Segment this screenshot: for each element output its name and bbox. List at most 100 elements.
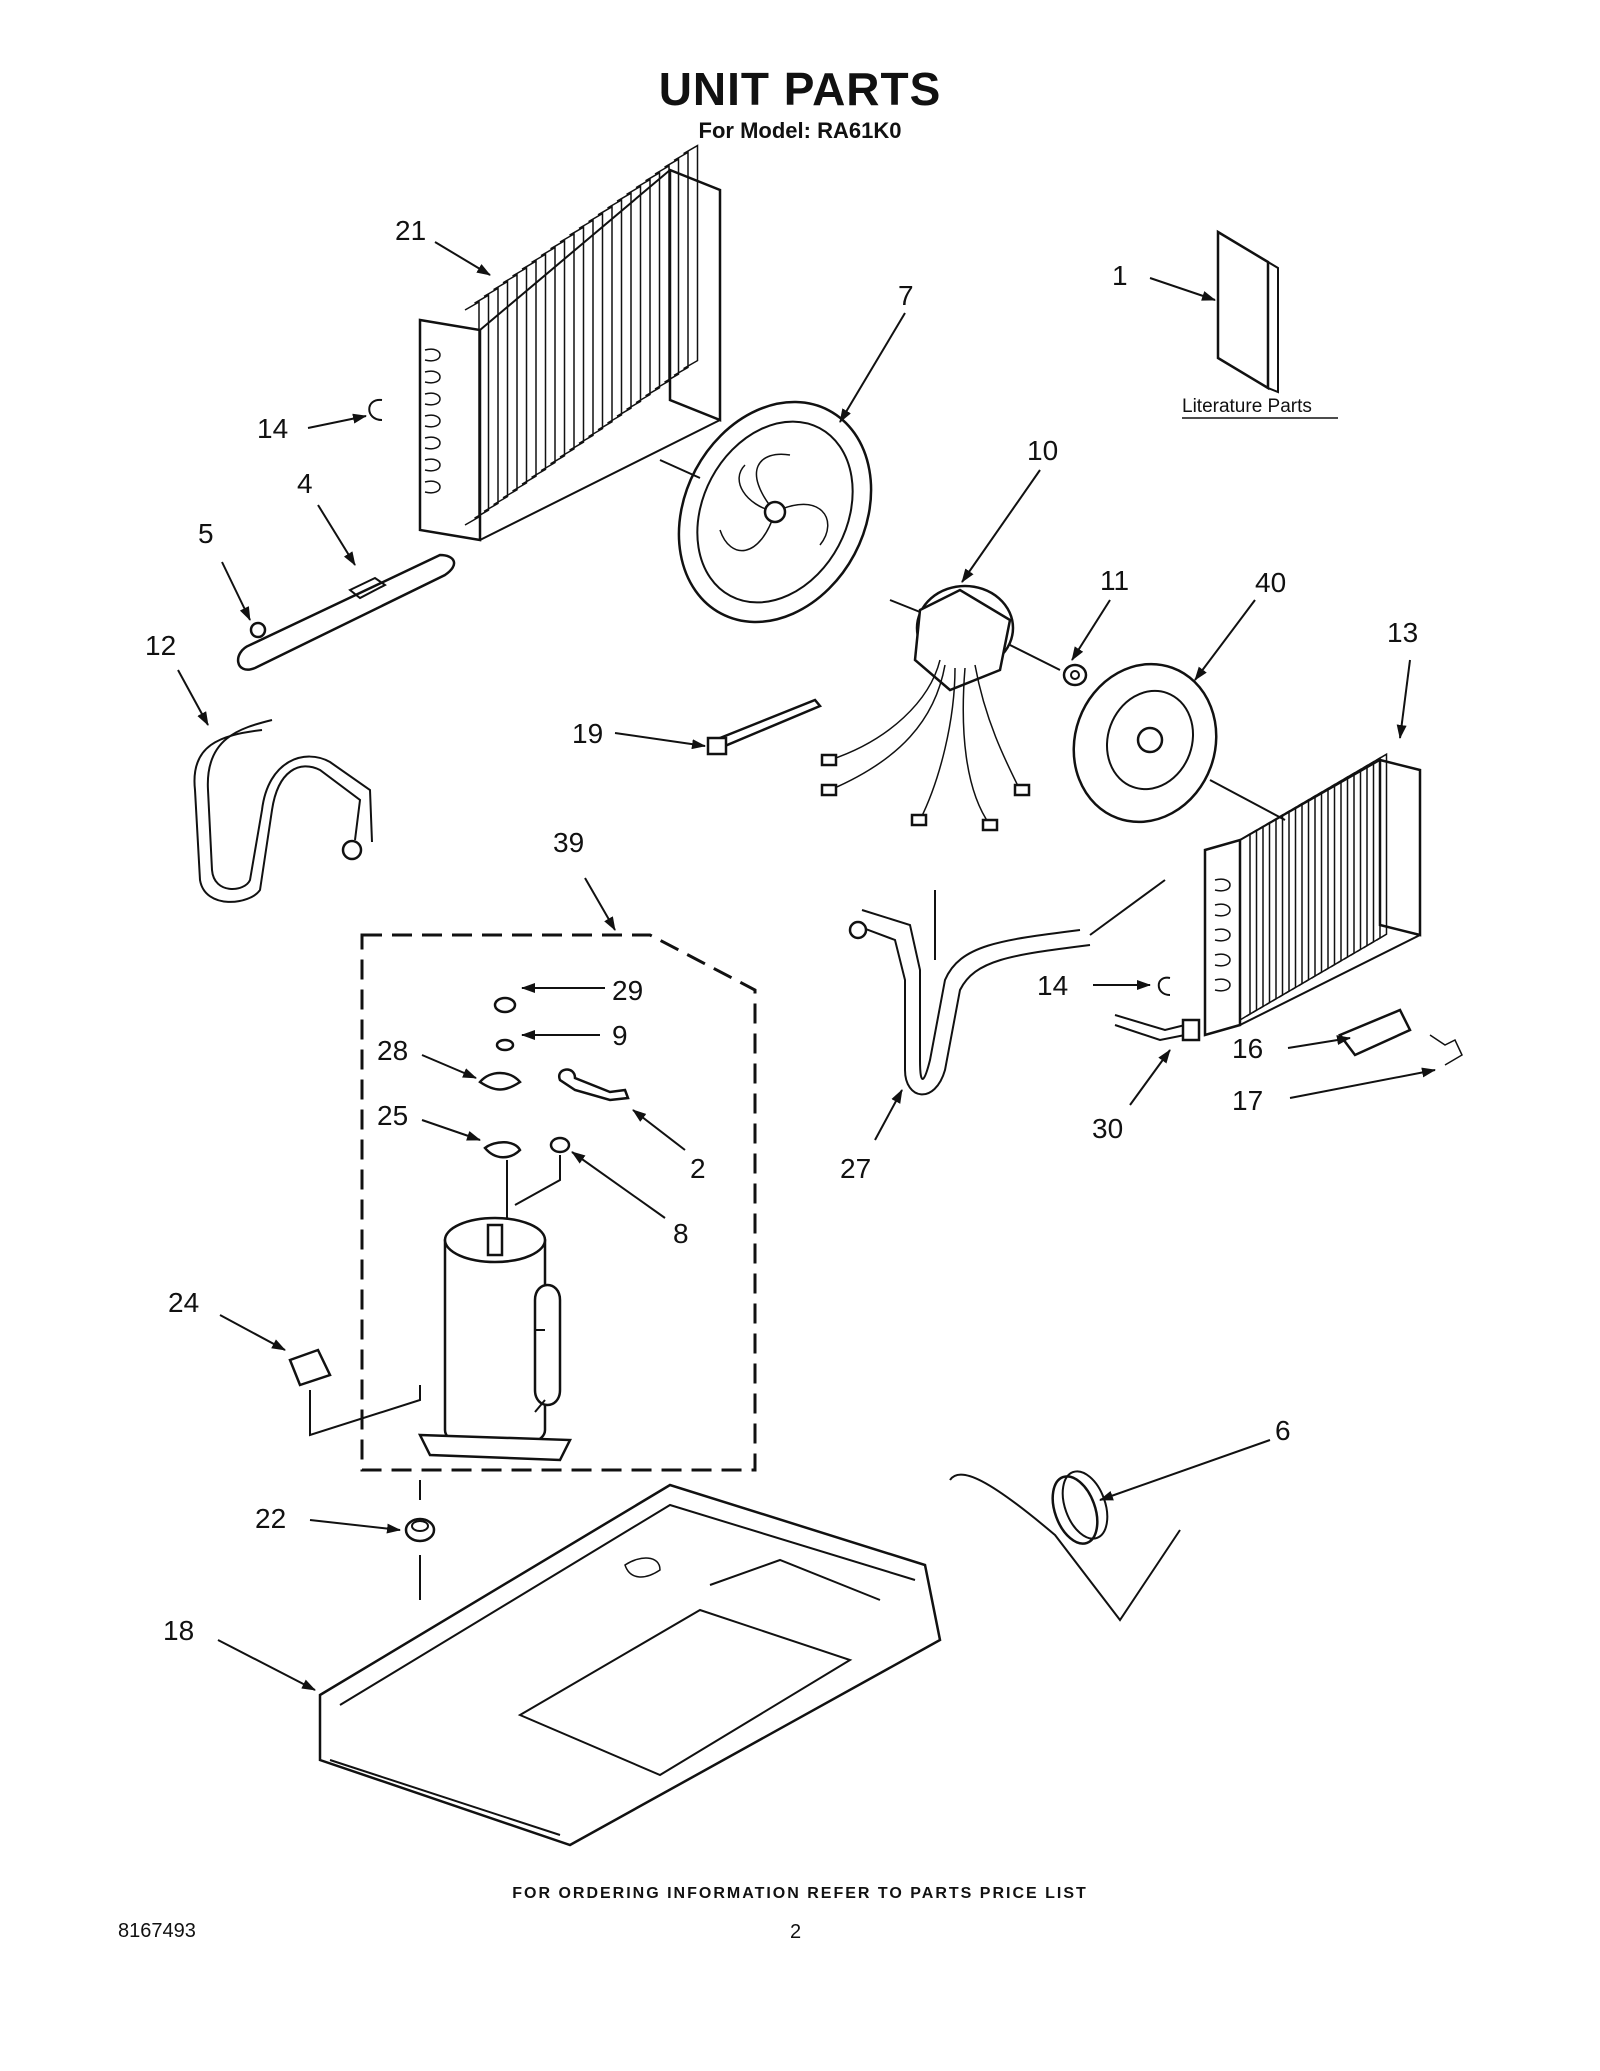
condenser-coil [418,144,722,542]
callout-14-left: 14 [257,413,288,444]
clip-right [1157,976,1171,996]
condenser-fin [607,198,623,424]
callout-10: 10 [1027,435,1058,466]
blower-wheel [1072,662,1286,824]
callout-28: 28 [377,1035,408,1066]
callout-19: 19 [572,718,603,749]
condenser-fin [464,300,480,526]
document-number: 8167493 [118,1920,196,1942]
condenser-fin [512,266,528,492]
callout-6: 6 [1275,1415,1291,1446]
condenser-fin [654,164,670,390]
evaporator-fin [1330,779,1342,968]
callout-12: 12 [145,630,176,661]
evaporator-fin [1278,809,1290,998]
condenser-fin [474,293,490,519]
callout-40: 40 [1255,567,1286,598]
condenser-fin [673,151,689,377]
condenser-fin [483,287,499,513]
compressor [417,996,630,1462]
clamp-nut [1062,663,1088,687]
callout-4: 4 [297,468,313,499]
callout-1: 1 [1112,260,1128,291]
evaporator-fin [1239,832,1251,1021]
suction-tube [848,879,1166,1096]
condenser-fin [597,205,613,431]
callout-7: 7 [898,280,914,311]
fan-motor [820,584,1061,832]
evaporator-fin [1298,798,1310,987]
page-title: UNIT PARTS [658,63,942,115]
callout-25: 25 [377,1100,408,1131]
terminal-cover-bracket [288,1348,421,1437]
condenser-fin [531,253,547,479]
evaporator-fin [1337,775,1349,964]
drier-tube [1114,1014,1201,1042]
callout-13: 13 [1387,617,1418,648]
condenser-fin [645,171,661,397]
callout-27: 27 [840,1153,871,1184]
thermistor-coil [949,1470,1181,1622]
condenser-fin [664,157,680,383]
condenser-fin [550,239,566,465]
callout-18: 18 [163,1615,194,1646]
evaporator-fin [1265,817,1277,1006]
condenser-fin [588,212,604,438]
evaporator-fin [1363,760,1375,949]
compressor-kit-outline [360,933,757,1472]
literature-booklet [1216,229,1279,394]
evaporator-fin [1317,787,1329,976]
evaporator-fin [1350,768,1362,957]
callout-9: 9 [612,1020,628,1051]
evaporator-fin [1291,802,1303,991]
callout-22: 22 [255,1503,286,1534]
evaporator-fin [1246,828,1258,1017]
callout-14-right: 14 [1037,970,1068,1001]
callout-16: 16 [1232,1033,1263,1064]
callout-11: 11 [1100,565,1129,596]
condenser-fin [616,191,632,417]
base-pan [318,1483,942,1847]
evaporator-fin [1272,813,1284,1002]
callout-8: 8 [673,1218,689,1249]
callout-39: 39 [553,827,584,858]
evaporator-fin [1285,806,1297,995]
callout-29: 29 [612,975,643,1006]
condenser-fin [559,232,575,458]
evaporator-fin [1259,821,1271,1010]
ordering-note: FOR ORDERING INFORMATION REFER TO PARTS … [512,1885,1088,1902]
fan-shroud [659,400,873,624]
callout-17: 17 [1232,1085,1263,1116]
literature-parts-label: Literature Parts [1182,396,1312,417]
condenser-fin [578,219,594,445]
evaporator-fin [1304,794,1316,983]
evaporator-fin [1356,764,1368,953]
condenser-fin [626,185,642,411]
callout-leaders [177,241,1436,1691]
capillary-assembly [236,553,456,671]
discharge-tube [193,719,373,903]
condenser-fin [540,246,556,472]
tie-wrap [706,698,823,756]
evaporator-fin [1324,783,1336,972]
control-bracket [1338,1008,1463,1066]
model-subtitle: For Model: RA61K0 [698,118,902,143]
evaporator-fin [1376,752,1388,941]
condenser-fin [635,178,651,404]
evaporator-coil [1203,752,1422,1037]
condenser-fin [683,144,699,370]
callout-21: 21 [395,215,426,246]
callout-5: 5 [198,518,214,549]
callout-2: 2 [690,1153,706,1184]
evaporator-fin [1369,756,1381,945]
condenser-fin [502,273,518,499]
evaporator-fin [1343,771,1355,960]
condenser-fin [521,259,537,485]
callout-numbers: 1 2 4 5 6 7 8 9 10 11 12 13 14 14 16 17 … [145,215,1418,1646]
condenser-fin [493,280,509,506]
clip-left [368,398,383,421]
callout-24: 24 [168,1287,199,1318]
grommet [404,1480,436,1600]
